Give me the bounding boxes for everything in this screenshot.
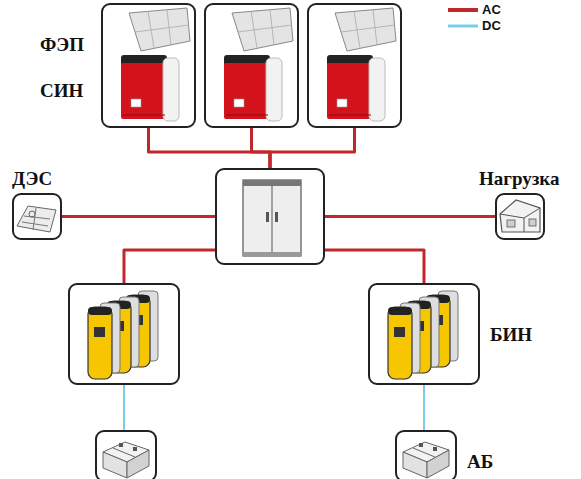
device-box: [95, 430, 157, 479]
legend-line: [448, 3, 478, 17]
device-label: БИН: [490, 325, 532, 344]
dc-wire: [423, 385, 425, 430]
ac-wire: [325, 215, 495, 218]
legend-text: AC: [482, 3, 501, 17]
device-box: Нагрузка: [495, 193, 545, 240]
device-label: ДЭС: [12, 169, 52, 188]
device-box: АБ: [395, 430, 457, 479]
device-box: [215, 168, 325, 265]
device-label: ФЭП: [40, 35, 84, 54]
ac-wire: [62, 215, 215, 218]
dc-wire: [123, 385, 125, 430]
ac-wire: [252, 128, 271, 168]
device-box: [68, 283, 180, 385]
device-box: БИН: [368, 283, 480, 385]
device-box: [204, 3, 299, 128]
ac-wire: [270, 128, 355, 168]
device-box: ДЭС: [12, 193, 62, 240]
device-box: ФЭПСИН: [101, 3, 196, 128]
device-label: СИН: [40, 81, 83, 100]
ac-wire: [149, 128, 271, 168]
ac-wire: [325, 250, 424, 283]
device-box: [307, 3, 402, 128]
legend-line: [448, 19, 478, 33]
legend-text: DC: [482, 19, 501, 33]
device-label: Нагрузка: [479, 169, 560, 188]
device-label: АБ: [467, 452, 493, 471]
ac-wire: [124, 250, 215, 283]
